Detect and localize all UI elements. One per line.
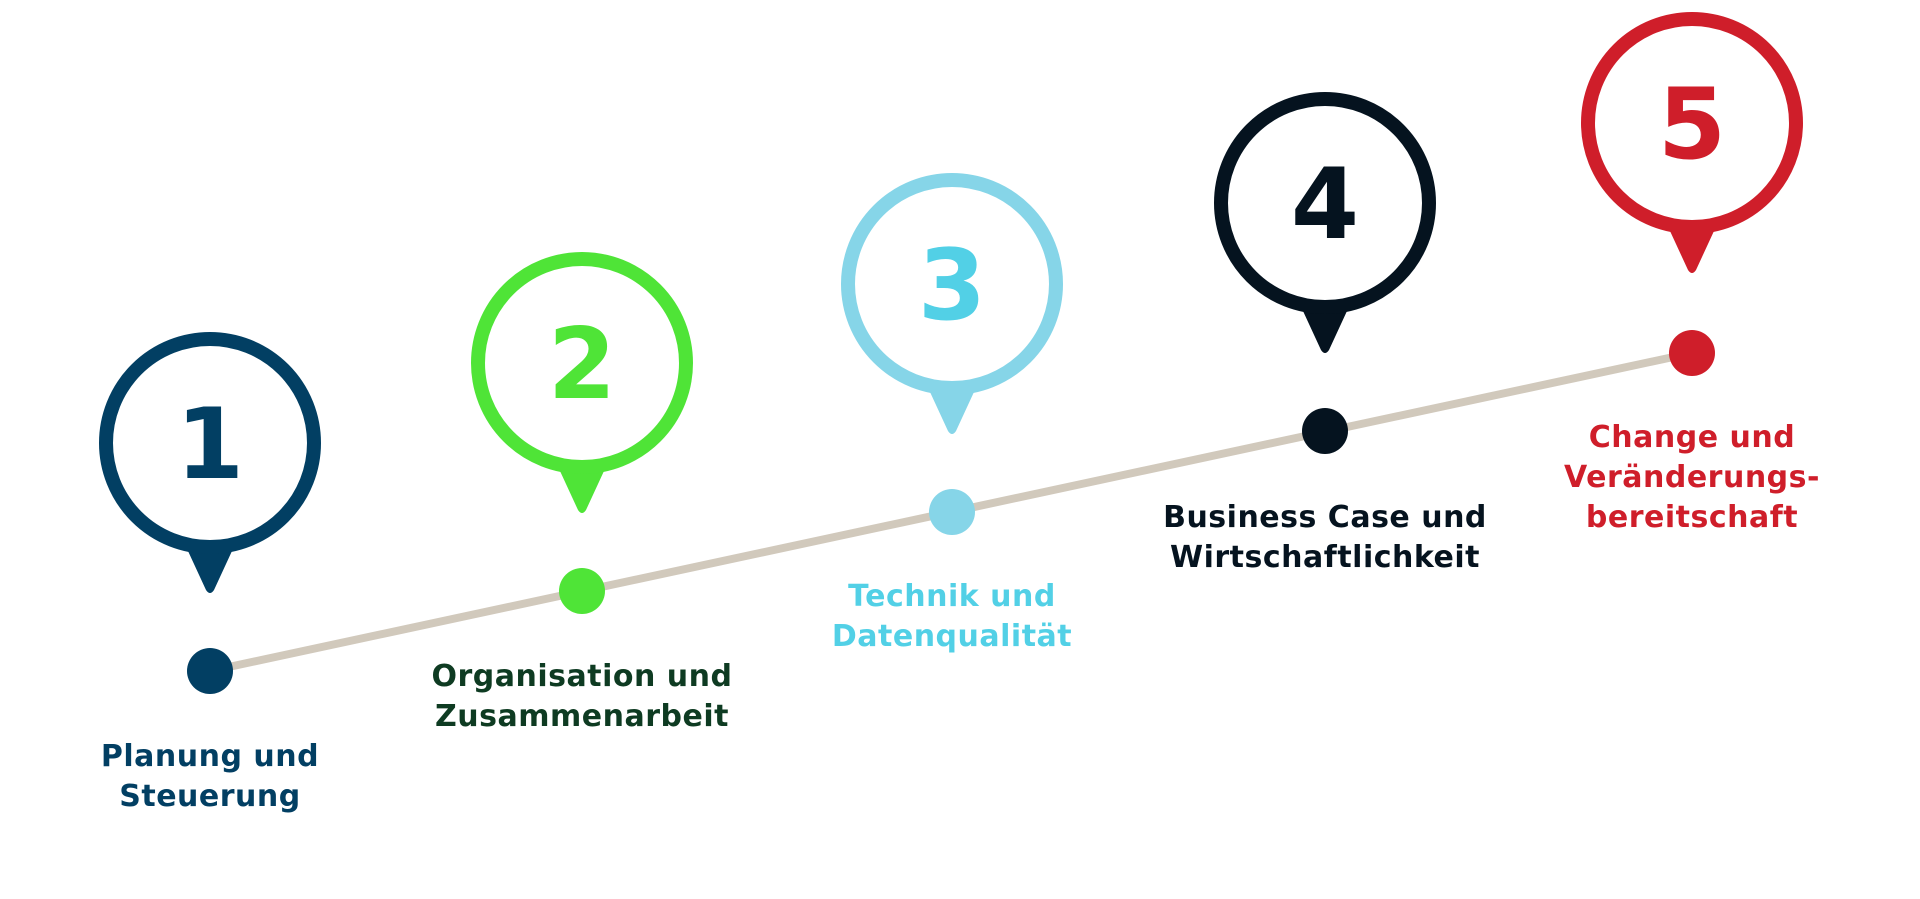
pin-ring-3 [841,173,1063,395]
step-label-2-line1: Organisation und [431,659,733,694]
timeline-dot-3 [929,489,975,535]
pin-ring-1 [99,332,321,554]
pin-marker-3: 3 [841,173,1063,434]
step-number-4: 4 [1291,148,1359,262]
step-label-3-line1: Technik und [848,579,1056,614]
pin-marker-5: 5 [1581,12,1803,273]
step-label-5-line1: Change und [1588,420,1796,455]
pin-marker-4: 4 [1214,92,1436,353]
pin-ring-4 [1214,92,1436,314]
dots-layer [187,330,1715,694]
timeline-dot-2 [559,568,605,614]
step-label-3-line2: Datenqualität [831,619,1073,654]
timeline-dot-5 [1669,330,1715,376]
step-label-4-line1: Business Case und [1163,500,1487,535]
pins-layer: 1 2 3 4 5 [99,12,1803,593]
step-label-3: Technik und Datenqualität [772,577,1132,657]
step-label-2-line2: Zusammenarbeit [435,699,729,734]
step-label-1-line2: Steuerung [119,779,301,814]
timeline-dot-4 [1302,408,1348,454]
pin-ring-5 [1581,12,1803,234]
pin-ring-2 [471,252,693,474]
step-number-5: 5 [1658,68,1726,182]
pin-marker-2: 2 [471,252,693,513]
step-number-1: 1 [176,388,244,502]
pin-marker-1: 1 [99,332,321,593]
step-label-4: Business Case und Wirtschaftlichkeit [1145,498,1505,578]
step-number-2: 2 [548,308,616,422]
step-label-5-line2: Veränderungs- [1564,460,1820,495]
step-label-2: Organisation und Zusammenarbeit [402,657,762,737]
step-label-5-line3: bereitschaft [1585,500,1799,535]
step-label-1: Planung und Steuerung [30,737,390,817]
step-label-4-line2: Wirtschaftlichkeit [1170,540,1480,575]
timeline-dot-1 [187,648,233,694]
step-label-1-line1: Planung und [100,739,320,774]
step-number-3: 3 [918,229,986,343]
step-label-5: Change und Veränderungs- bereitschaft [1512,418,1872,538]
